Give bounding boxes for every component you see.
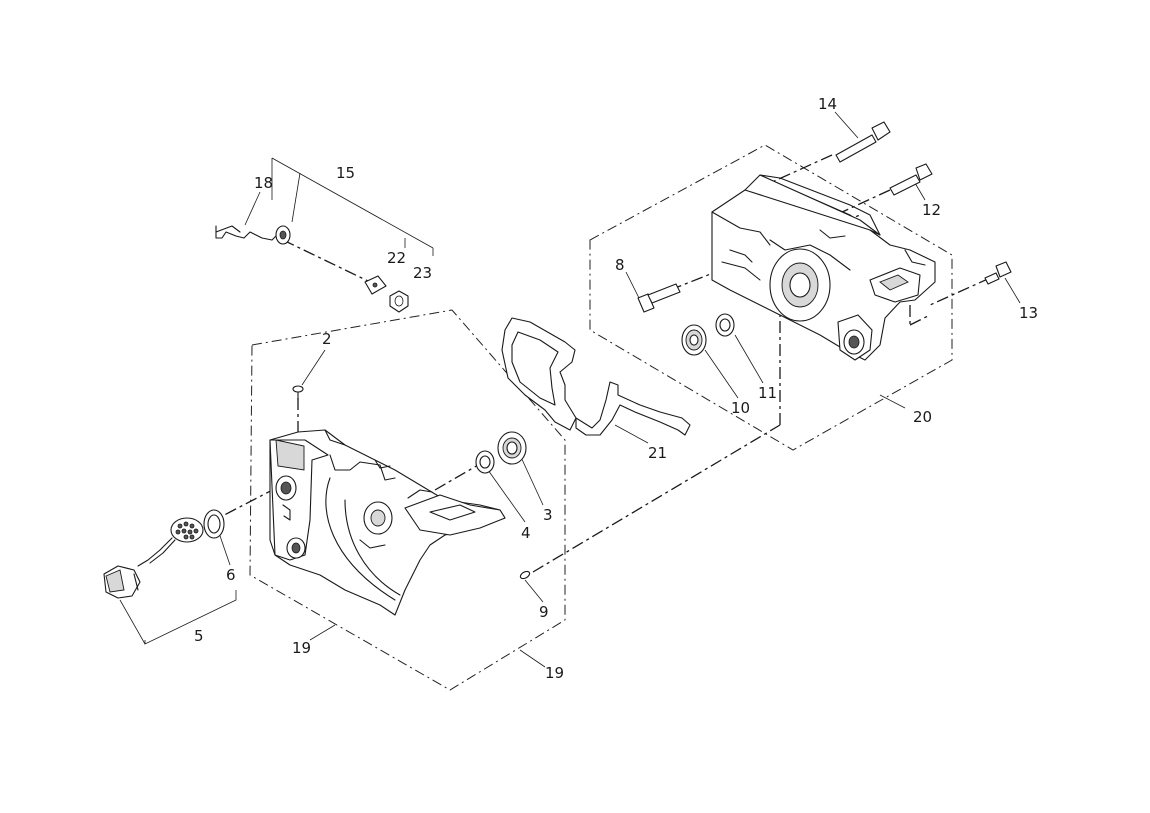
nut-23 <box>389 290 409 313</box>
crankcase-half-20 <box>711 174 936 361</box>
oil-seal-4 <box>475 450 495 474</box>
label-15: 15 <box>336 164 355 182</box>
label-22: 22 <box>387 249 406 267</box>
ignition-wire-18 <box>215 225 279 241</box>
stud-8 <box>637 283 681 313</box>
bolt-13 <box>984 261 1012 285</box>
part-labels: 2 3 4 5 6 8 9 10 11 12 13 14 15 18 19 19… <box>194 95 1038 682</box>
label-14: 14 <box>818 95 837 113</box>
label-3: 3 <box>543 506 553 524</box>
pin-9 <box>519 570 531 580</box>
bolt-12 <box>889 163 933 196</box>
bearing-3 <box>497 431 527 465</box>
label-11: 11 <box>758 384 777 402</box>
label-2: 2 <box>322 330 332 348</box>
ring-6 <box>203 509 225 539</box>
bolt-14 <box>835 121 891 163</box>
gasket-21 <box>501 317 691 436</box>
label-20: 20 <box>913 408 932 426</box>
wire-terminal-15 <box>275 225 291 245</box>
bracket-15 <box>271 157 434 256</box>
label-23: 23 <box>413 264 432 282</box>
label-9: 9 <box>539 603 549 621</box>
label-19b: 19 <box>545 664 564 682</box>
bracket-5 <box>119 590 237 645</box>
label-8: 8 <box>615 256 625 274</box>
label-4: 4 <box>521 524 531 542</box>
label-18: 18 <box>254 174 273 192</box>
label-21: 21 <box>648 444 667 462</box>
label-5: 5 <box>194 627 204 645</box>
bearing-10 <box>681 324 707 356</box>
label-19a: 19 <box>292 639 311 657</box>
crankcase-half-19 <box>269 429 506 616</box>
cap-assembly-5 <box>103 517 204 599</box>
plate-22 <box>364 275 387 295</box>
oil-seal-11 <box>715 313 735 337</box>
screw-2 <box>292 385 304 401</box>
crankcase-right-group-box <box>589 144 953 451</box>
crankcase-left-group-box <box>249 309 566 691</box>
label-6: 6 <box>226 566 236 584</box>
label-13: 13 <box>1019 304 1038 322</box>
label-10: 10 <box>731 399 750 417</box>
label-12: 12 <box>922 201 941 219</box>
